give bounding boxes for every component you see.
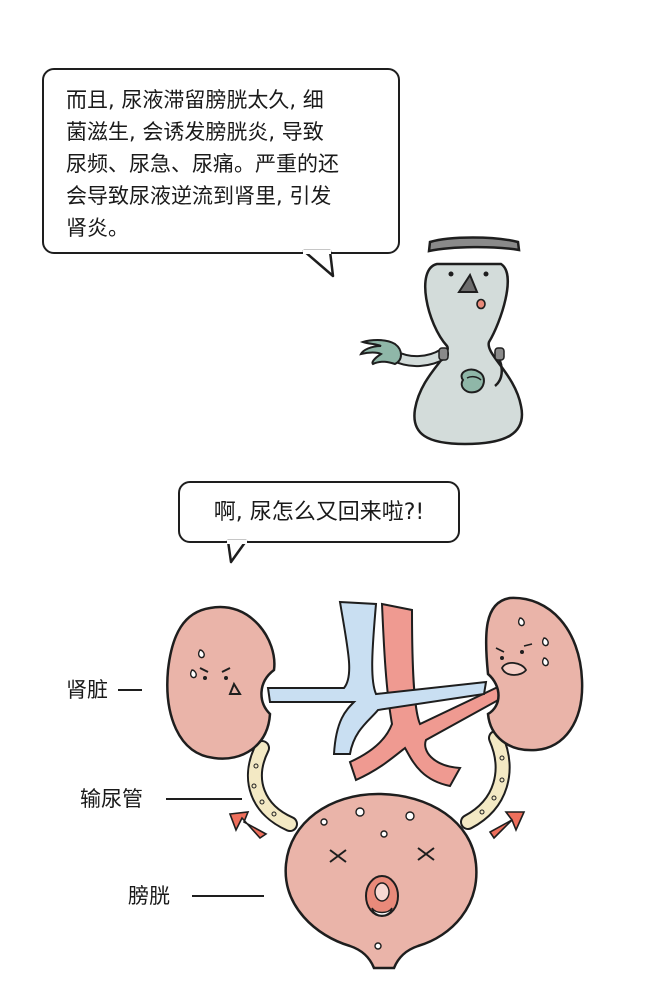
kidney-right bbox=[484, 596, 584, 752]
label-bladder-line bbox=[192, 895, 264, 897]
speech-line-4: 会导致尿液逆流到肾里, 引发 bbox=[66, 184, 332, 208]
urinary-system-illustration bbox=[166, 596, 584, 970]
speech-tail-top bbox=[302, 249, 335, 278]
backflow-arrow-right bbox=[488, 811, 526, 840]
label-kidney: 肾脏 bbox=[66, 678, 108, 702]
kidney-left bbox=[166, 605, 276, 760]
speech-bottom-text: 啊, 尿怎么又回来啦?! bbox=[213, 500, 425, 525]
artery bbox=[348, 602, 504, 788]
mascot-character bbox=[359, 236, 524, 446]
speech-bubble-bottom: 啊, 尿怎么又回来啦?! bbox=[178, 481, 460, 543]
label-ureter: 输尿管 bbox=[80, 787, 143, 811]
bladder bbox=[284, 792, 478, 970]
ureter-right bbox=[460, 730, 511, 830]
speech-tail-bottom bbox=[226, 539, 248, 564]
label-bladder: 膀胱 bbox=[128, 884, 170, 908]
speech-bubble-top: 而且, 尿液滞留膀胱太久, 细 菌滋生, 会诱发膀胱炎, 导致 尿频、尿急、尿痛… bbox=[42, 68, 400, 254]
speech-line-3: 尿频、尿急、尿痛。严重的还 bbox=[66, 152, 339, 176]
vein bbox=[266, 600, 488, 755]
ureter-left bbox=[246, 740, 298, 832]
speech-line-5: 肾炎。 bbox=[66, 216, 129, 240]
speech-line-1: 而且, 尿液滞留膀胱太久, 细 bbox=[66, 88, 324, 112]
backflow-arrow-left bbox=[228, 811, 268, 840]
label-ureter-line bbox=[166, 798, 242, 800]
label-kidney-line bbox=[118, 689, 142, 691]
speech-line-2: 菌滋生, 会诱发膀胱炎, 导致 bbox=[66, 120, 324, 144]
